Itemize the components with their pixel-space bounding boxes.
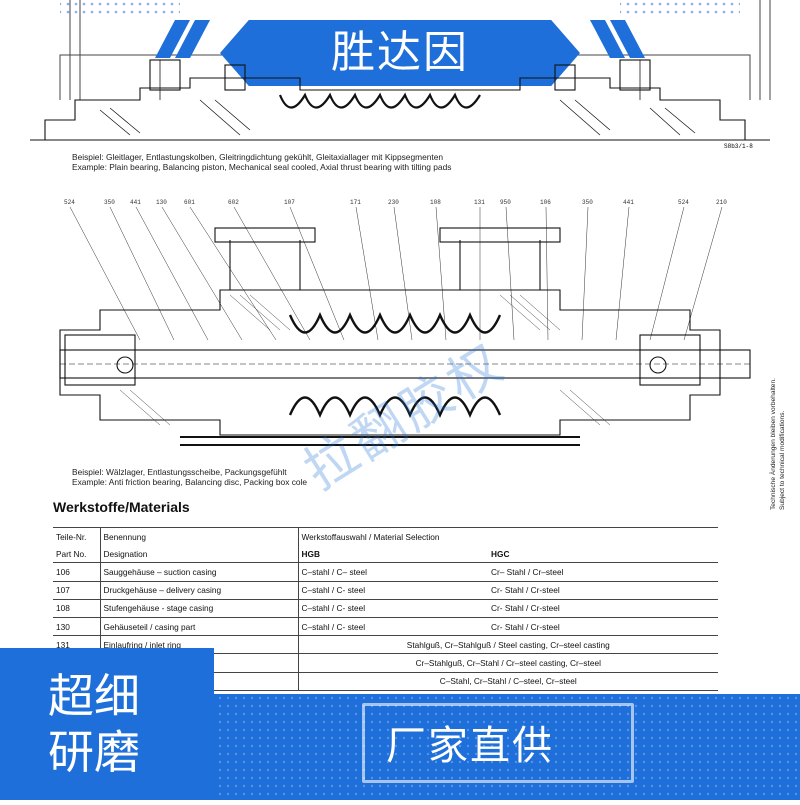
- header-grade-b: HGC: [488, 545, 719, 564]
- callout-label: 130: [156, 199, 167, 206]
- top-caption-de: Beispiel: Gleitlager, Entlastungskolben,…: [72, 152, 444, 162]
- callout-label: 107: [284, 199, 295, 206]
- cell-name: Sauggehäuse – suction casing: [100, 562, 299, 582]
- top-pump-drawing: S8b3/1-8: [30, 59, 770, 150]
- materials-title: Werkstoffe/Materials: [53, 499, 190, 515]
- callout-label: 441: [623, 199, 634, 206]
- cell-hgb: C–stahl / C- steel: [298, 599, 488, 618]
- cell-part: 106: [53, 562, 101, 582]
- cell-name: Druckgehäuse – delivery casing: [100, 581, 299, 600]
- header-grade-a: HGB: [298, 545, 488, 564]
- side-note-line2: Subject to technical modifications.: [778, 410, 786, 510]
- callout-label: 108: [430, 199, 441, 206]
- callout-leader-line: [135, 206, 209, 341]
- callout-leader-line: [505, 206, 515, 341]
- bottom-caption-en: Example: Anti friction bearing, Balancin…: [72, 477, 308, 487]
- callout-label: 171: [350, 199, 361, 206]
- callout-leader-line: [393, 206, 413, 341]
- cell-hgb: C–stahl / C– steel: [298, 562, 488, 582]
- side-note-line1: Technische Änderungen bleiben vorbehalte…: [770, 378, 777, 510]
- bottom-pump-drawing: 524 350 441 130 601 602 107 171 230 108 131 950 106 3…: [59, 199, 751, 446]
- callout-label: 601: [184, 199, 195, 206]
- callout-leader-line: [615, 206, 630, 341]
- callout-label: 350: [104, 199, 115, 206]
- header-selection: Werkstoffauswahl / Material Selection: [298, 527, 719, 546]
- callout-leader-line: [109, 206, 175, 341]
- ultra-fine-badge: 超细 研磨: [0, 648, 214, 800]
- cell-part: 108: [53, 599, 101, 618]
- cell-hgc: Cr- Stahl / Cr-steel: [488, 617, 719, 637]
- cell-material: Cr–Stahlguß, Cr–Stahl / Cr–steel casting…: [298, 653, 719, 673]
- cell-hgc: Cr- Stahl / Cr-steel: [488, 581, 719, 600]
- badge-left-line1: 超细: [48, 670, 140, 722]
- cell-hgc: Cr– Stahl / Cr–steel: [488, 562, 719, 582]
- top-caption-en: Example: Plain bearing, Balancing piston…: [72, 162, 452, 172]
- callout-leader-line: [233, 206, 311, 341]
- cell-hgc: Cr- Stahl / Cr-steel: [488, 599, 719, 618]
- callout-label: 210: [716, 199, 727, 206]
- callout-leader-line: [649, 206, 685, 341]
- callout-label: 350: [582, 199, 593, 206]
- cell-part: 107: [53, 581, 101, 600]
- factory-direct-label: 厂家直供: [386, 724, 554, 768]
- header-name-de: Benennung: [100, 527, 299, 546]
- bottom-caption-de: Beispiel: Wälzlager, Entlastungsscheibe,…: [72, 467, 287, 477]
- header-name-en: Designation: [100, 545, 299, 564]
- cell-name: Stufengehäuse - stage casing: [100, 599, 299, 618]
- cell-hgb: C–stahl / C- steel: [298, 617, 488, 637]
- cell-part: 130: [53, 617, 101, 637]
- cell-material: C–Stahl, Cr–Stahl / C–steel, Cr–steel: [298, 672, 719, 691]
- callout-leader-line: [545, 206, 549, 341]
- cell-name: Gehäuseteil / casing part: [100, 617, 299, 637]
- callout-leader-line: [355, 206, 379, 341]
- callout-label: 524: [64, 199, 75, 206]
- callout-label: 230: [388, 199, 399, 206]
- callout-leader-line: [161, 206, 243, 341]
- header-part-de: Teile-Nr.: [53, 527, 101, 546]
- callout-leader-line: [189, 206, 277, 341]
- banner-title: 胜达因: [220, 20, 580, 86]
- callout-leader-line: [581, 206, 589, 341]
- side-note: Technische Änderungen bleiben vorbehalte…: [752, 340, 786, 510]
- callout-label: 524: [678, 199, 689, 206]
- callout-label: 950: [500, 199, 511, 206]
- callout-label: 131: [474, 199, 485, 206]
- callout-label: 602: [228, 199, 239, 206]
- cell-material: Stahlguß, Cr–Stahlguß / Steel casting, C…: [298, 635, 719, 655]
- callout-label: 441: [130, 199, 141, 206]
- callout-leader-line: [435, 206, 447, 341]
- top-drawing-code: S8b3/1-8: [724, 143, 753, 150]
- callout-leader-line: [289, 206, 345, 341]
- callout-leader-line: [69, 206, 141, 341]
- badge-left-line2: 研磨: [48, 726, 140, 778]
- callout-label: 106: [540, 199, 551, 206]
- badge-frame: [362, 703, 634, 783]
- cell-hgb: C–stahl / C- steel: [298, 581, 488, 600]
- header-part-en: Part No.: [53, 545, 101, 564]
